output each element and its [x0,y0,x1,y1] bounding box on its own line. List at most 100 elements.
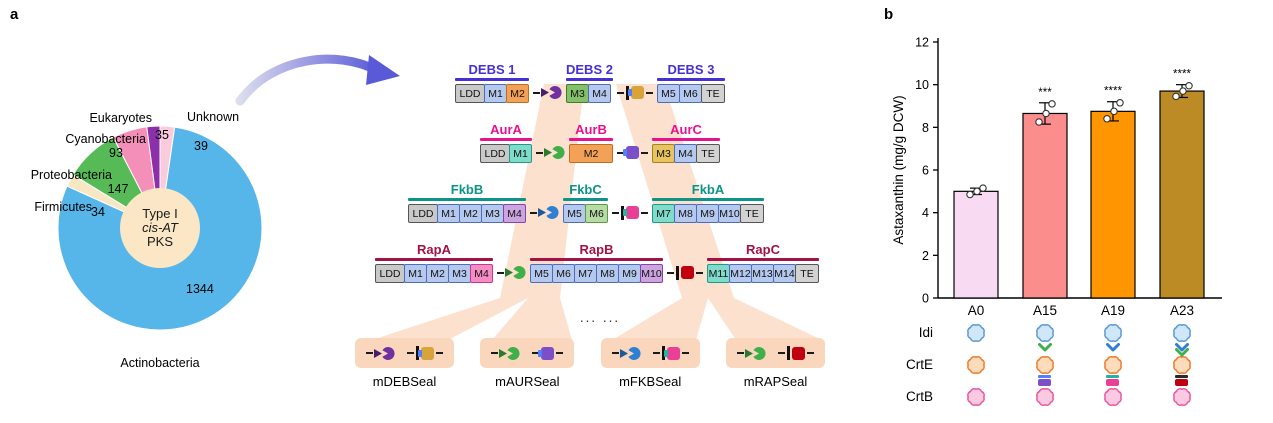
chevron-icon [1037,343,1053,352]
y-tick-label: 6 [922,164,929,178]
seal-junction [616,142,649,163]
domain-box: M7 [574,264,597,283]
funnel-band-left [500,84,584,298]
domain-box: M1 [484,84,507,103]
seal-bar-icon [416,346,419,360]
domain-box: M5 [656,84,680,103]
seal-construct-box [355,338,454,368]
construct-label: mDEBSeal [372,374,437,389]
domain-box: M6 [585,204,608,223]
seal-square-icon [1175,375,1188,386]
protein-underline [563,198,608,201]
seal-construct: mDEBSeal [355,338,454,389]
y-tick-label: 4 [922,206,929,220]
y-tick-label: 10 [915,78,929,92]
linker-dash [436,352,443,354]
pie-chart [57,125,263,331]
pie-center-line3: PKS [146,234,173,249]
construct-label: mFKBSeal [619,374,682,389]
pie-center-label: Type I cis-AT PKS [110,207,210,249]
pie-label-proteobacteria: Proteobacteria [30,168,112,182]
x-category-label: A15 [1033,303,1057,318]
linker-dash [532,352,540,354]
protein-name: AurC [670,122,702,137]
linker-dash [497,271,504,274]
panel-b-label: b [884,6,894,23]
domain-box: TE [740,204,764,223]
seal-construct: mRAPSeal [725,338,825,389]
seal-tab-icon [418,349,422,357]
y-tick-label: 0 [922,292,929,306]
docking-domain-icon [619,346,641,360]
domain-box: M2 [569,144,613,163]
domain-box: TE [795,264,819,283]
funnel-band-right [616,84,734,298]
pie-label-eukaryotes: Eukaryotes [89,111,152,125]
protein-underline [480,138,532,141]
protein-name: DEBS 1 [468,62,516,77]
domain-box: M2 [426,264,449,283]
domain-box: TE [700,84,725,103]
docking-domain-icon [744,346,766,360]
linker-dash [556,352,564,354]
seal-bar-icon [625,85,629,100]
protein-name: DEBS 2 [566,62,613,77]
legend-row-label-crte: CrtE [906,357,933,372]
protein-underline [530,258,663,261]
x-category-label: A23 [1170,303,1194,318]
domain-box: M4 [674,144,697,163]
seal-square-icon [791,346,805,360]
domain-box: M1 [404,264,427,283]
seal-bar-icon [676,265,679,280]
construct-label: mAURSeal [495,374,560,389]
protein-name: AurA [490,122,522,137]
chevron-icon [1174,343,1190,352]
linker-dash [530,211,537,214]
y-axis-label: Astaxanthin (mg/g DCW) [891,95,906,244]
seal-bar-icon [786,346,790,360]
funnel-fan-2 [492,298,572,340]
y-tick-label: 8 [922,121,929,135]
protein-underline [375,258,493,261]
domain-box: M13 [751,264,774,283]
idi-enzyme-icon [1101,322,1125,344]
bar-a0 [953,190,999,299]
docking-junction [532,82,563,103]
docking-domain-icon [505,266,526,279]
pie-donut-hole [120,188,200,268]
seal-tab-icon [627,89,632,96]
linker-dash [806,352,814,354]
docking-domain-icon [541,86,562,99]
seal-construct: mFKBSeal [600,338,700,389]
crtb-enzyme-icon [1033,386,1057,408]
linker-dash [641,151,648,154]
data-point [1048,100,1056,108]
legend-row-label-crtb: CrtB [906,389,933,404]
seal-construct-box [480,338,575,368]
construct-label: mRAPSeal [743,374,808,389]
seal-tab-icon [538,349,543,357]
seal-square-icon [681,266,694,279]
seal-square-icon [663,346,680,360]
linker-dash [366,352,373,354]
protein-name: FkbB [450,182,484,197]
seal-square-icon [1106,375,1119,386]
linker-dash [611,352,619,354]
seal-constructs: mDEBSeal mAURSeal mFKBSeal mRAPSeal [355,338,825,389]
seal-construct-box [725,338,825,368]
protein-underline [455,78,529,81]
x-category-label: A19 [1101,303,1125,318]
x-category-label: A0 [968,303,985,318]
crte-enzyme-icon [964,354,988,376]
funnel-fan-4 [708,298,822,340]
data-point [966,190,974,199]
